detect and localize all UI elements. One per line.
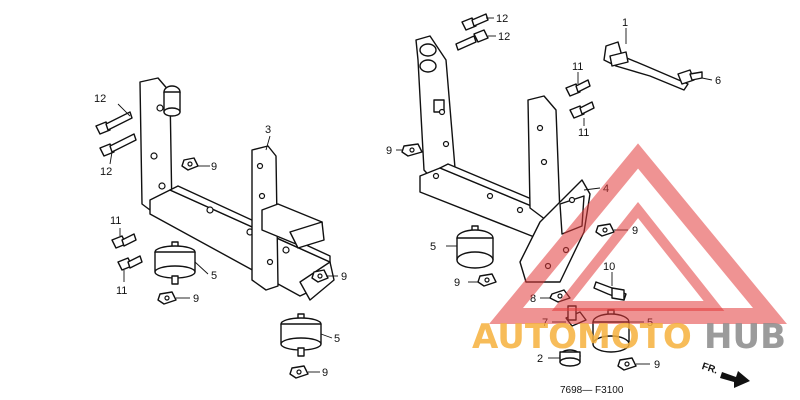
rubber-mount-5-right-a — [456, 225, 494, 269]
bracket-1 — [603, 41, 689, 91]
watermark-triangle-inner — [551, 201, 725, 311]
bolt-6 — [677, 69, 703, 85]
callout-9-left-a: 9 — [211, 161, 217, 173]
callout-11-left-a: 11 — [110, 215, 121, 227]
nut-9-left-a — [181, 157, 199, 171]
callout-8: 8 — [530, 293, 536, 305]
nut-9-right-b — [595, 223, 615, 237]
center-bracket-3 — [251, 145, 325, 291]
rubber-mount-5-right-b — [592, 309, 630, 353]
callout-12-left-a: 12 — [94, 93, 106, 105]
callout-5-left-a: 5 — [211, 270, 217, 282]
callout-9-right-a: 9 — [386, 145, 392, 157]
nut-9-right-c — [477, 273, 497, 287]
callout-5-right-a: 5 — [430, 241, 436, 253]
left-frame-bracket — [139, 77, 335, 301]
bolt-12-left-upper — [95, 111, 133, 135]
nut-9-right-a — [401, 143, 423, 157]
rubber-mount-5-left-b — [280, 313, 322, 357]
bolt-11-right-lower — [569, 101, 595, 119]
watermark-triangle-outer — [489, 143, 787, 324]
rubber-mount-5-left-a — [154, 241, 196, 285]
callout-5-left-b: 5 — [334, 333, 340, 345]
bolt-11-left-upper — [111, 233, 137, 249]
front-arrow-icon — [720, 371, 750, 388]
callout-labels: 3 9 9 9 9 5 5 12 12 11 11 12 12 9 11 11 … — [94, 13, 721, 379]
nut-9-right-d — [617, 357, 637, 371]
nut-9-left-c — [157, 291, 177, 305]
bolt-12-right-upper — [461, 13, 489, 31]
right-frame — [415, 35, 573, 245]
watermark: AUTOMOTO HUB — [472, 143, 787, 357]
nut-9-left-b — [311, 269, 329, 283]
bolt-10 — [593, 281, 627, 301]
callout-10: 10 — [603, 261, 615, 273]
bolt-11-right-upper — [565, 79, 591, 97]
callout-9-left-b: 9 — [341, 271, 347, 283]
front-direction-label: FR. — [700, 361, 719, 377]
front-direction-indicator: FR. — [700, 361, 750, 388]
bolt-12-left-lower — [99, 133, 137, 157]
callout-11-right-b: 11 — [578, 127, 589, 139]
watermark-text-automoto: AUTOMOTO — [472, 317, 692, 357]
callout-9-right-c: 9 — [454, 277, 460, 289]
callout-11-right-a: 11 — [572, 61, 583, 73]
drawing-code: 7698— F3100 — [560, 385, 624, 396]
bolt-11-left-lower — [117, 255, 143, 271]
callout-12-right-b: 12 — [498, 31, 510, 43]
nut-9-left-d — [289, 365, 309, 379]
callout-3: 3 — [265, 124, 271, 136]
callout-2: 2 — [537, 353, 543, 365]
callout-1: 1 — [622, 17, 628, 29]
callout-9-left-d: 9 — [322, 367, 328, 379]
cap-2 — [559, 349, 581, 367]
callout-9-left-c: 9 — [193, 293, 199, 305]
callout-6: 6 — [715, 75, 721, 87]
callout-12-left-b: 12 — [100, 166, 112, 178]
watermark-text-hub: HUB — [704, 317, 786, 357]
callout-9-right-d: 9 — [654, 359, 660, 371]
callout-9-right-b: 9 — [632, 225, 638, 237]
callout-11-left-b: 11 — [116, 285, 127, 297]
callout-12-right-a: 12 — [496, 13, 508, 25]
bolt-12-right-lower — [455, 29, 489, 51]
